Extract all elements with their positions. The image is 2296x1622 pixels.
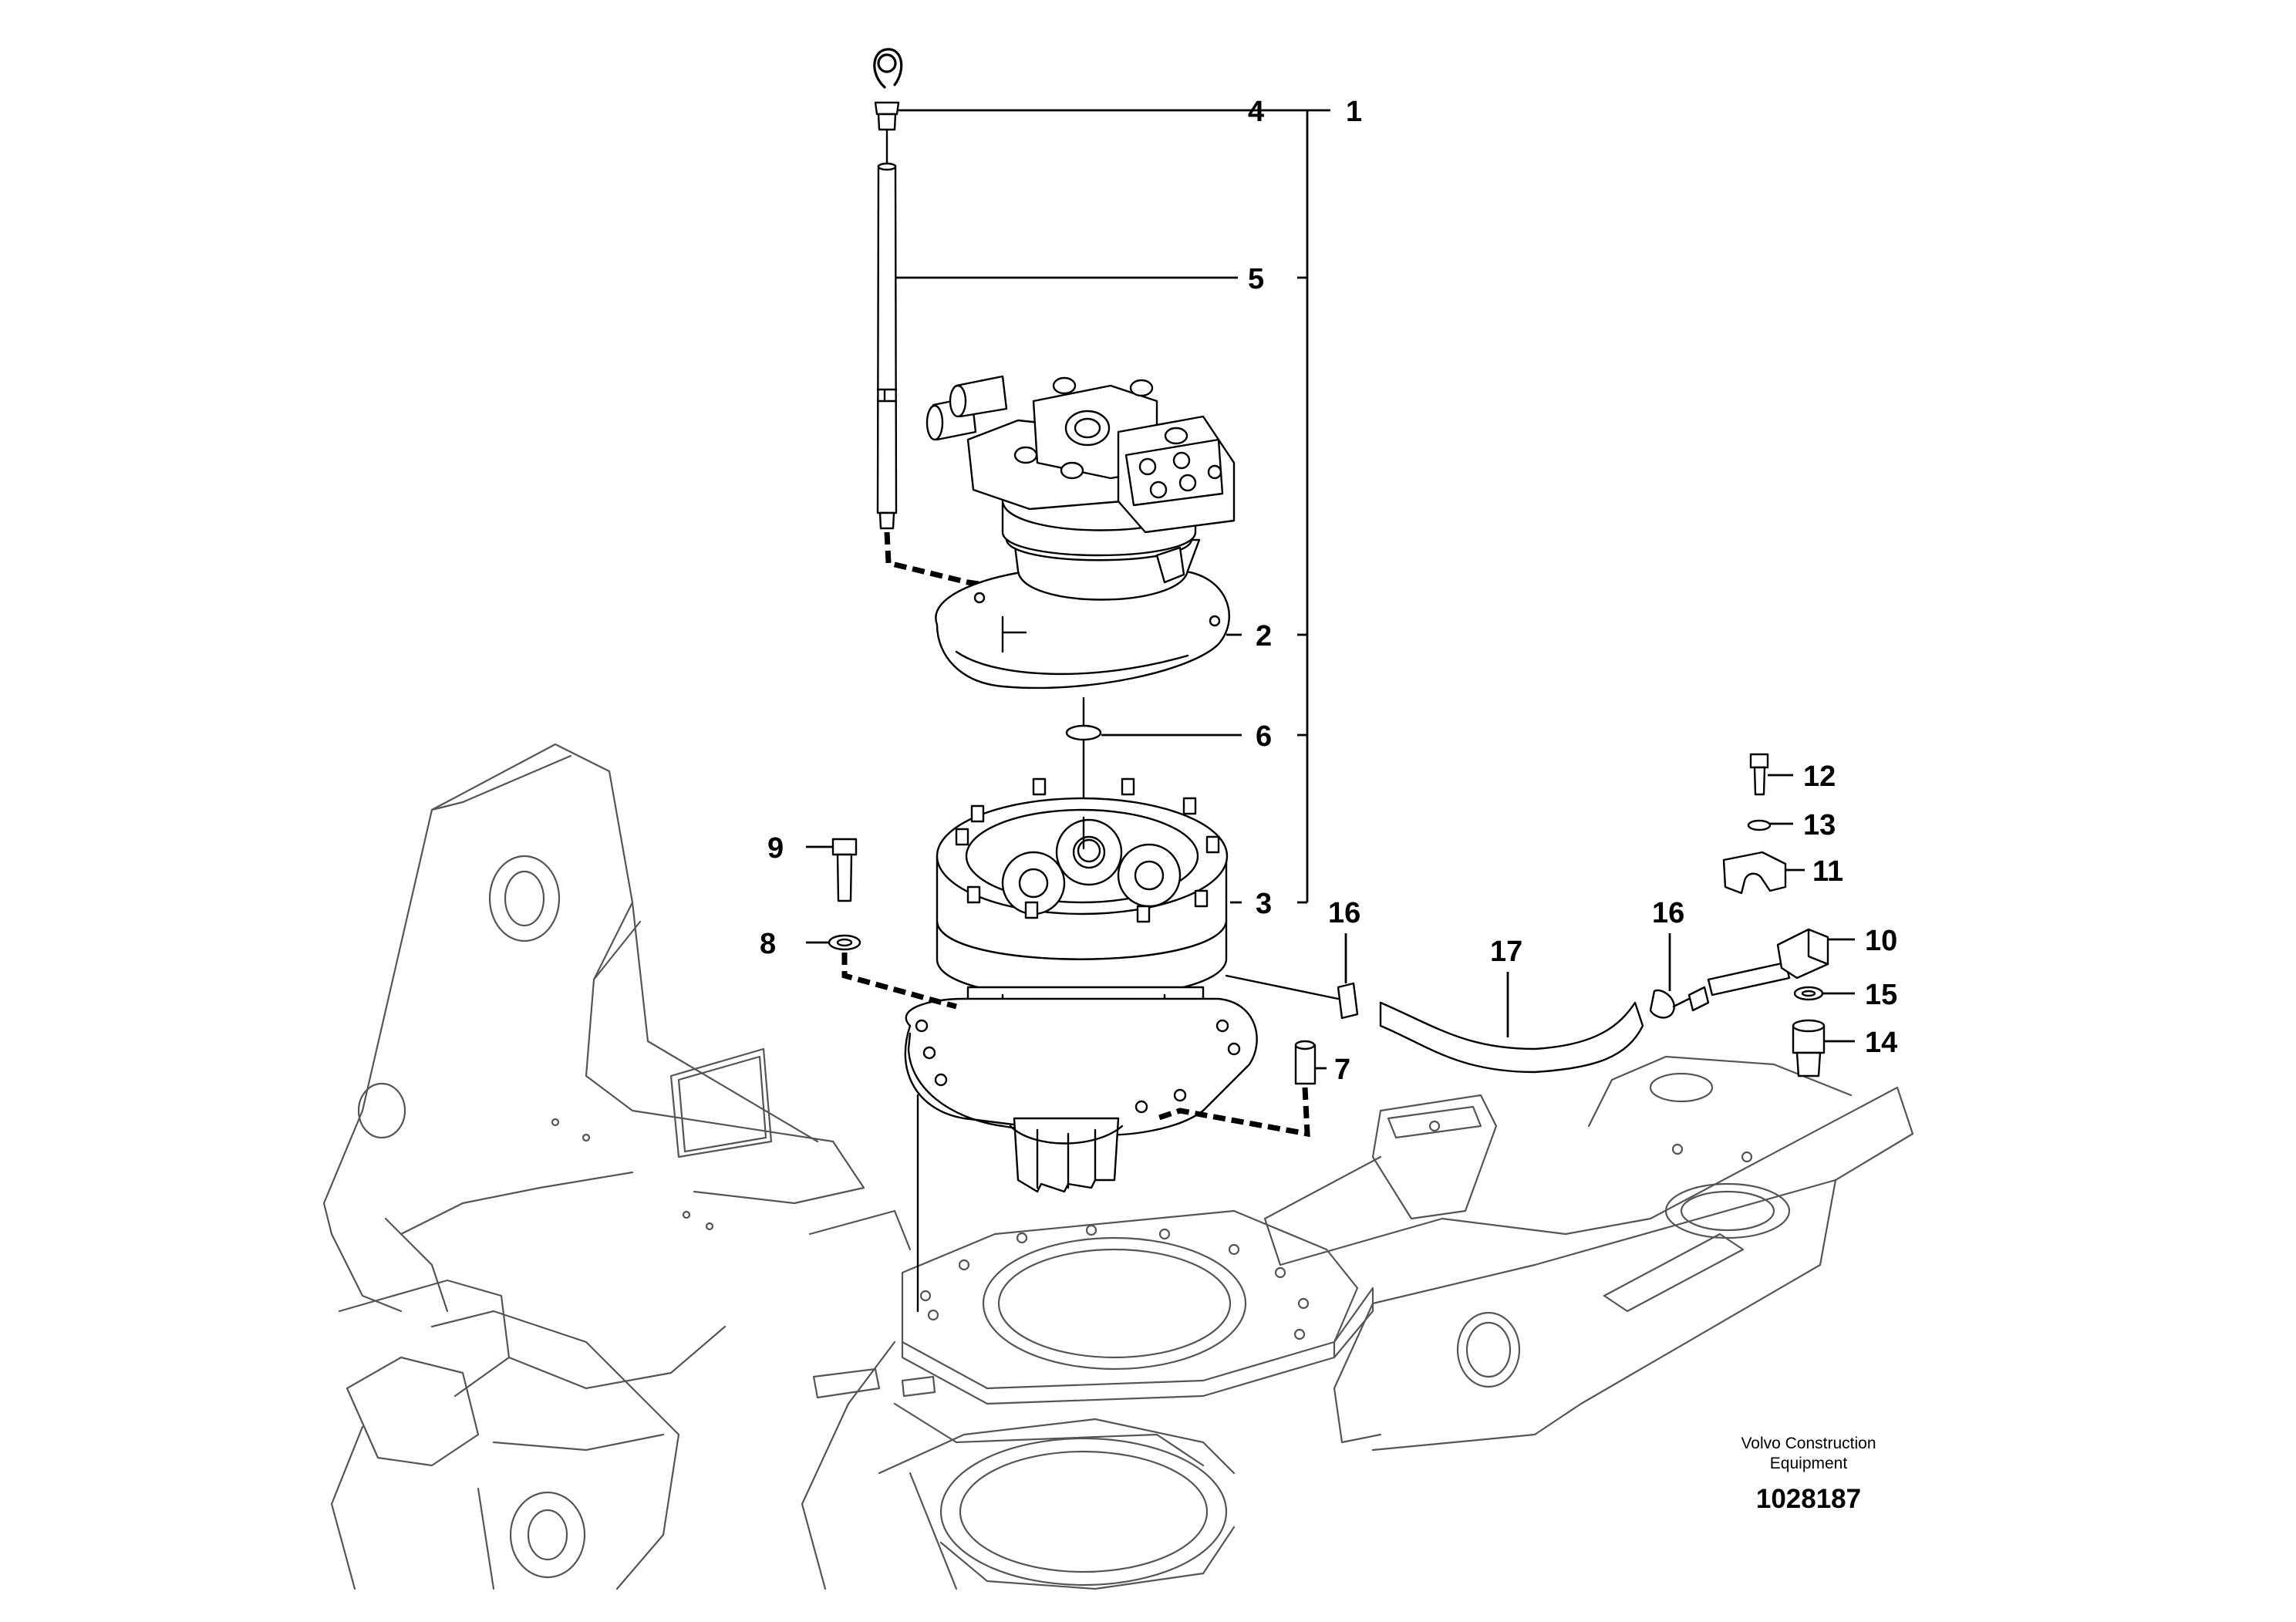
drawing-number: 1028187 [1756,1484,1861,1514]
adapter-14 [1792,1019,1826,1077]
clamp-11 [1722,851,1787,895]
callout-14: 14 [1865,1027,1897,1059]
callout-16-left: 16 [1328,897,1360,929]
callout-7: 7 [1334,1054,1350,1086]
callout-4: 4 [1248,96,1264,128]
callout-3: 3 [1256,888,1272,920]
leader-lines [806,109,1855,1070]
drain-hose-assembly [1225,974,1710,1074]
o-ring-15 [1793,986,1824,1001]
bolt-9 [831,838,858,902]
washer-8 [828,934,957,1010]
dipstick-tube [876,128,1006,611]
washer-13 [1747,819,1772,831]
reduction-gear [904,777,1258,1193]
callout-12: 12 [1803,760,1836,793]
callout-6: 6 [1256,720,1272,753]
callout-10: 10 [1865,925,1897,957]
callout-5: 5 [1248,263,1264,295]
bolt-12 [1749,753,1769,796]
callout-16-right: 16 [1652,897,1684,929]
callout-8: 8 [760,928,776,960]
upper-frame-structure [322,743,1914,1590]
swing-motor [925,375,1236,690]
callout-labels: 1 4 5 2 6 3 7 9 8 12 13 11 10 15 14 16 1… [760,96,1897,1086]
callout-13: 13 [1803,809,1836,841]
elbow-10 [1707,928,1829,996]
plug-7 [1155,1040,1317,1138]
callout-2: 2 [1256,620,1272,653]
dipstick-cap [873,48,903,131]
brand-line-2: Equipment [1770,1455,1848,1472]
o-ring [1065,696,1102,804]
callout-15: 15 [1865,979,1897,1011]
callout-1: 1 [1346,96,1362,128]
brand-block: Volvo Construction Equipment 1028187 [1741,1435,1876,1514]
callout-11: 11 [1812,855,1843,888]
callout-17: 17 [1490,936,1522,968]
brand-line-1: Volvo Construction [1741,1435,1876,1452]
callout-9: 9 [767,832,784,865]
